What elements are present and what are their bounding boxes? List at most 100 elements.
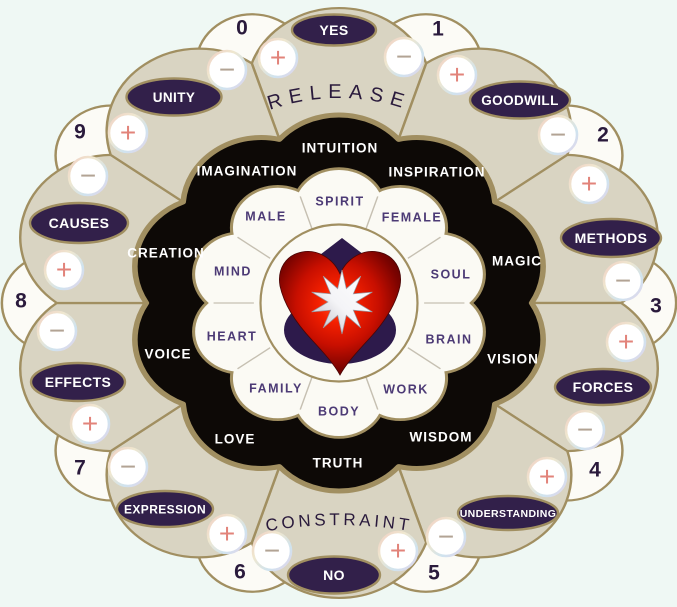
unity-label: UNITY — [153, 90, 196, 105]
number-3-label: 3 — [650, 294, 662, 317]
unity-oval[interactable] — [125, 77, 223, 117]
understanding-oval[interactable] — [456, 494, 560, 532]
plus-icon[interactable]: + — [581, 168, 597, 199]
minus-icon[interactable]: − — [49, 315, 65, 346]
effects-plus-button[interactable]: + — [69, 403, 111, 445]
methods-minus-circle[interactable] — [602, 260, 644, 302]
minus-icon[interactable]: − — [80, 160, 96, 191]
effects-minus-button[interactable]: − — [36, 310, 78, 352]
understanding-minus-circle[interactable] — [425, 516, 467, 558]
forces-button[interactable]: FORCES — [553, 367, 653, 407]
effects-minus-circle[interactable] — [36, 310, 78, 352]
inner-petal-divider — [237, 236, 271, 259]
yes-minus-button[interactable]: − — [383, 36, 425, 78]
forces-minus-circle[interactable] — [564, 409, 606, 451]
middle-ring-word: IMAGINATION — [197, 164, 298, 179]
yes-plus-button[interactable]: + — [257, 37, 299, 79]
middle-ring-word: VOICE — [144, 347, 191, 362]
understanding-plus-circle[interactable] — [526, 456, 568, 498]
effects-oval[interactable] — [29, 361, 127, 403]
unity-minus-circle[interactable] — [206, 49, 248, 91]
minus-icon[interactable]: − — [577, 414, 593, 445]
effects-button[interactable]: EFFECTS — [29, 361, 127, 403]
forces-oval[interactable] — [553, 367, 653, 407]
plus-icon[interactable]: + — [82, 408, 98, 439]
middle-ring-word: TRUTH — [313, 456, 364, 471]
no-plus-button[interactable]: + — [377, 530, 419, 572]
goodwill-plus-button[interactable]: + — [436, 54, 478, 96]
middle-ring-word: LOVE — [215, 432, 256, 447]
methods-minus-button[interactable]: − — [602, 260, 644, 302]
inner-ring-word: SOUL — [431, 267, 472, 281]
expression-minus-circle[interactable] — [107, 446, 149, 488]
no-oval[interactable] — [286, 555, 382, 595]
understanding-button[interactable]: UNDERSTANDING — [456, 494, 560, 532]
plus-icon[interactable]: + — [120, 117, 136, 148]
inner-petal-divider — [407, 347, 441, 370]
goodwill-oval[interactable] — [468, 80, 572, 120]
number-2-label: 2 — [597, 123, 609, 146]
plus-icon[interactable]: + — [539, 461, 555, 492]
plus-icon[interactable]: + — [219, 518, 235, 549]
no-minus-circle[interactable] — [251, 530, 293, 572]
causes-button[interactable]: CAUSES — [28, 201, 130, 245]
minus-icon[interactable]: − — [120, 451, 136, 482]
effects-plus-circle[interactable] — [69, 403, 111, 445]
minus-icon[interactable]: − — [438, 521, 454, 552]
causes-label: CAUSES — [49, 215, 110, 231]
forces-plus-circle[interactable] — [605, 321, 647, 363]
yes-oval[interactable] — [290, 13, 378, 47]
number-6-label: 6 — [234, 560, 246, 583]
yes-button[interactable]: YES — [290, 13, 378, 47]
minus-icon[interactable]: − — [219, 54, 235, 85]
inner-ring-word: BODY — [318, 404, 360, 418]
causes-minus-button[interactable]: − — [67, 155, 109, 197]
minus-icon[interactable]: − — [396, 41, 412, 72]
expression-plus-circle[interactable] — [206, 513, 248, 555]
goodwill-minus-circle[interactable] — [537, 114, 579, 156]
plus-icon[interactable]: + — [56, 254, 72, 285]
unity-plus-circle[interactable] — [107, 112, 149, 154]
goodwill-minus-button[interactable]: − — [537, 114, 579, 156]
number-0-label: 0 — [236, 16, 248, 39]
goodwill-plus-circle[interactable] — [436, 54, 478, 96]
forces-plus-button[interactable]: + — [605, 321, 647, 363]
unity-minus-button[interactable]: − — [206, 49, 248, 91]
unity-button[interactable]: UNITY — [125, 77, 223, 117]
no-label: NO — [323, 567, 345, 583]
understanding-minus-button[interactable]: − — [425, 516, 467, 558]
no-button[interactable]: NO — [286, 555, 382, 595]
expression-minus-button[interactable]: − — [107, 446, 149, 488]
causes-minus-circle[interactable] — [67, 155, 109, 197]
expression-plus-button[interactable]: + — [206, 513, 248, 555]
no-minus-button[interactable]: − — [251, 530, 293, 572]
understanding-plus-button[interactable]: + — [526, 456, 568, 498]
minus-icon[interactable]: − — [615, 265, 631, 296]
causes-plus-circle[interactable] — [43, 249, 85, 291]
inner-ring-word: FEMALE — [382, 210, 442, 224]
methods-plus-circle[interactable] — [568, 163, 610, 205]
plus-icon[interactable]: + — [270, 42, 286, 73]
no-plus-circle[interactable] — [377, 530, 419, 572]
inner-ring-word: SPIRIT — [315, 194, 364, 208]
middle-ring-word: VISION — [487, 352, 539, 367]
expression-button[interactable]: EXPRESSION — [115, 489, 215, 529]
expression-oval[interactable] — [115, 489, 215, 529]
yes-plus-circle[interactable] — [257, 37, 299, 79]
forces-minus-button[interactable]: − — [564, 409, 606, 451]
methods-button[interactable]: METHODS — [559, 217, 663, 259]
inner-petal-divider — [299, 375, 314, 410]
plus-icon[interactable]: + — [449, 59, 465, 90]
plus-icon[interactable]: + — [618, 326, 634, 357]
unity-plus-button[interactable]: + — [107, 112, 149, 154]
minus-icon[interactable]: − — [550, 119, 566, 150]
minus-icon[interactable]: − — [264, 535, 280, 566]
goodwill-button[interactable]: GOODWILL — [468, 80, 572, 120]
yes-minus-circle[interactable] — [383, 36, 425, 78]
causes-plus-button[interactable]: + — [43, 249, 85, 291]
causes-oval[interactable] — [28, 201, 130, 245]
plus-icon[interactable]: + — [390, 535, 406, 566]
methods-plus-button[interactable]: + — [568, 163, 610, 205]
methods-oval[interactable] — [559, 217, 663, 259]
